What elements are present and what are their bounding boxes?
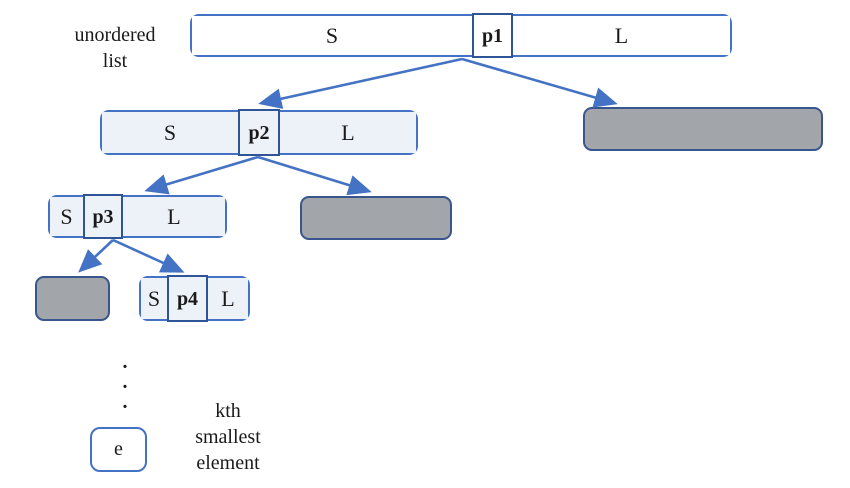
level3-larger-section: L: [123, 197, 225, 236]
level3-pivot-cell: p3: [83, 194, 123, 239]
level1-larger-section: L: [513, 16, 730, 55]
ellipsis-dot: .: [122, 371, 128, 393]
level1-smaller-section: S: [192, 16, 472, 55]
arrow-level2-to-level3: [144, 155, 259, 195]
ellipsis-dot: .: [122, 351, 128, 373]
level2-smaller-section: S: [102, 112, 238, 153]
ellipsis-dot: .: [122, 391, 128, 413]
partition-box-level4: S p4 L: [139, 275, 250, 322]
unordered-list-label-line1: unordered: [74, 24, 156, 46]
arrow-level3-to-discarded4: [78, 239, 114, 273]
level1-pivot-cell: p1: [472, 13, 513, 58]
unordered-list-label: unordered list: [40, 22, 190, 74]
discarded-partition-level2: [583, 107, 823, 151]
partition-box-level3: S p3 L: [48, 194, 227, 239]
level3-smaller-section: S: [50, 197, 83, 236]
level4-smaller-section: S: [141, 278, 167, 319]
partition-box-level2: S p2 L: [100, 109, 418, 156]
kth-smallest-label-line3: element: [196, 452, 260, 474]
kth-smallest-label: kth smallest element: [158, 398, 298, 476]
level4-larger-section: L: [208, 278, 248, 319]
arrow-level1-to-level2: [258, 57, 463, 109]
partition-box-level1: S p1 L: [190, 13, 732, 58]
kth-smallest-label-line1: kth: [215, 400, 241, 422]
result-element-box: e: [90, 427, 147, 472]
arrow-level1-to-discarded2: [461, 57, 618, 108]
kth-smallest-label-line2: smallest: [195, 426, 261, 448]
level2-pivot-cell: p2: [238, 109, 280, 156]
result-element-label: e: [114, 438, 123, 460]
discarded-partition-level4: [35, 276, 110, 321]
discarded-partition-level3: [300, 196, 452, 240]
level2-larger-section: L: [280, 112, 416, 153]
unordered-list-label-line2: list: [102, 50, 128, 72]
arrow-level2-to-discarded3: [257, 155, 372, 196]
recursion-ellipsis: . . .: [113, 352, 137, 412]
arrow-level3-to-level4: [112, 238, 185, 273]
level4-pivot-cell: p4: [167, 275, 208, 322]
